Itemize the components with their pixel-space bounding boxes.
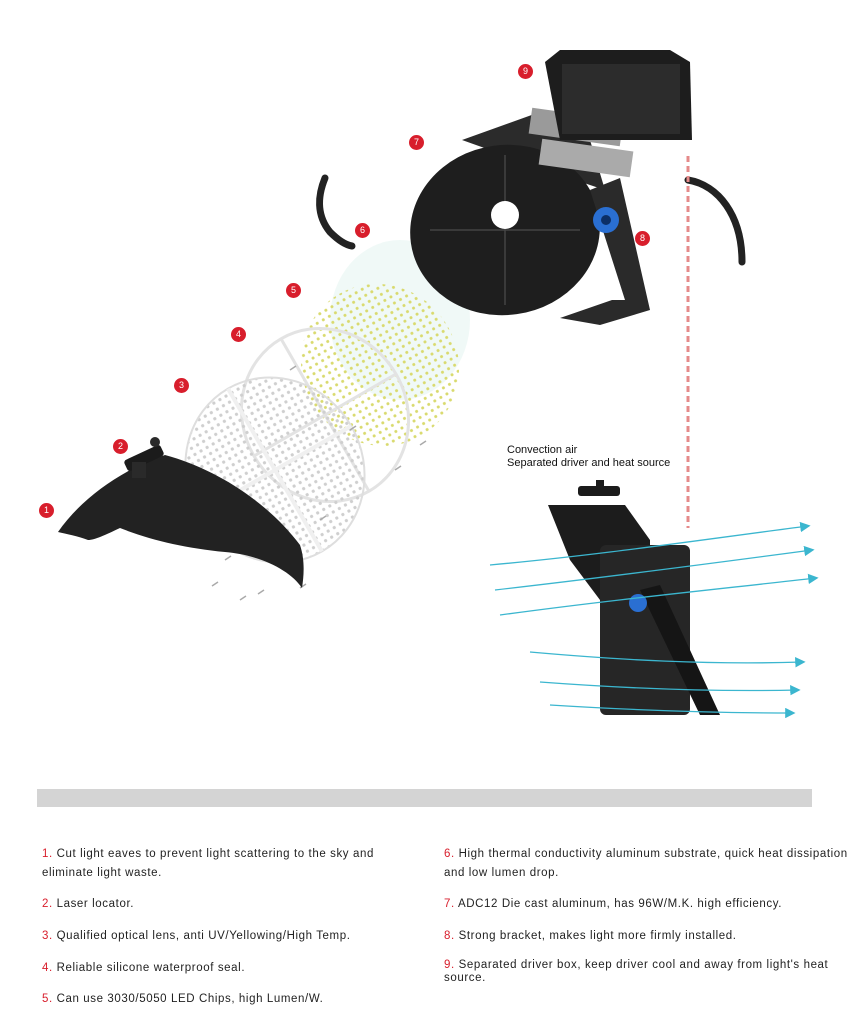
feature-item-2: 2. Laser locator. [42,895,417,914]
feature-text: Laser locator. [56,898,135,910]
callout-badge-4: 4 [231,327,246,342]
part-driver-box [545,50,692,140]
feature-text: Reliable silicone waterproof seal. [56,962,246,974]
callout-badge-6: 6 [355,223,370,238]
exploded-diagram: 1 2 3 4 5 6 7 8 9 Convection air Separat… [39,50,819,719]
callout-badge-2: 2 [113,439,128,454]
feature-item-4: 4. Reliable silicone waterproof seal. [42,959,417,978]
feature-text: Separated driver box, keep driver cool a… [444,959,829,984]
callout-badge-5: 5 [286,283,301,298]
feature-text: Qualified optical lens, anti UV/Yellowin… [56,930,351,942]
feature-item-6: 6. High thermal conductivity aluminum su… [444,845,849,883]
feature-item-8: 8. Strong bracket, makes light more firm… [444,927,849,946]
feature-number: 9. [444,959,455,971]
feature-number: 2. [42,898,53,910]
callout-badge-7: 7 [409,135,424,150]
part-light-eave [58,455,304,588]
feature-number: 1. [42,848,53,860]
feature-text: High thermal conductivity aluminum subst… [444,848,848,879]
feature-text: ADC12 Die cast aluminum, has 96W/M.K. hi… [457,898,783,910]
feature-item-9: 9. Separated driver box, keep driver coo… [444,959,849,985]
feature-item-5: 5. Can use 3030/5050 LED Chips, high Lum… [42,990,417,1009]
feature-number: 6. [444,848,455,860]
feature-item-3: 3. Qualified optical lens, anti UV/Yello… [42,927,417,946]
part-small-bracket [316,174,356,250]
feature-number: 3. [42,930,53,942]
feature-text: Cut light eaves to prevent light scatter… [42,848,374,879]
part-laser-locator [124,437,164,478]
feature-item-7: 7. ADC12 Die cast aluminum, has 96W/M.K.… [444,895,849,914]
callout-badge-1: 1 [39,503,54,518]
screws [211,365,427,601]
convection-label: Convection air Separated driver and heat… [507,444,670,470]
convection-line-2: Separated driver and heat source [507,457,671,469]
feature-number: 4. [42,962,53,974]
part-loose-bracket [684,176,746,266]
side-view-assembly [548,480,720,715]
convection-line-1: Convection air [507,444,578,456]
callout-badge-3: 3 [174,378,189,393]
part-strong-bracket [560,178,650,325]
airflow-arrows [489,521,819,719]
diagram-illustration [58,50,819,719]
feature-number: 8. [444,930,455,942]
callout-badge-9: 9 [518,64,533,79]
section-divider [37,789,812,807]
feature-text: Can use 3030/5050 LED Chips, high Lumen/… [56,993,324,1005]
callout-badge-8: 8 [635,231,650,246]
feature-number: 5. [42,993,53,1005]
feature-number: 7. [444,898,455,910]
feature-text: Strong bracket, makes light more firmly … [458,930,737,942]
feature-item-1: 1. Cut light eaves to prevent light scat… [42,845,417,883]
